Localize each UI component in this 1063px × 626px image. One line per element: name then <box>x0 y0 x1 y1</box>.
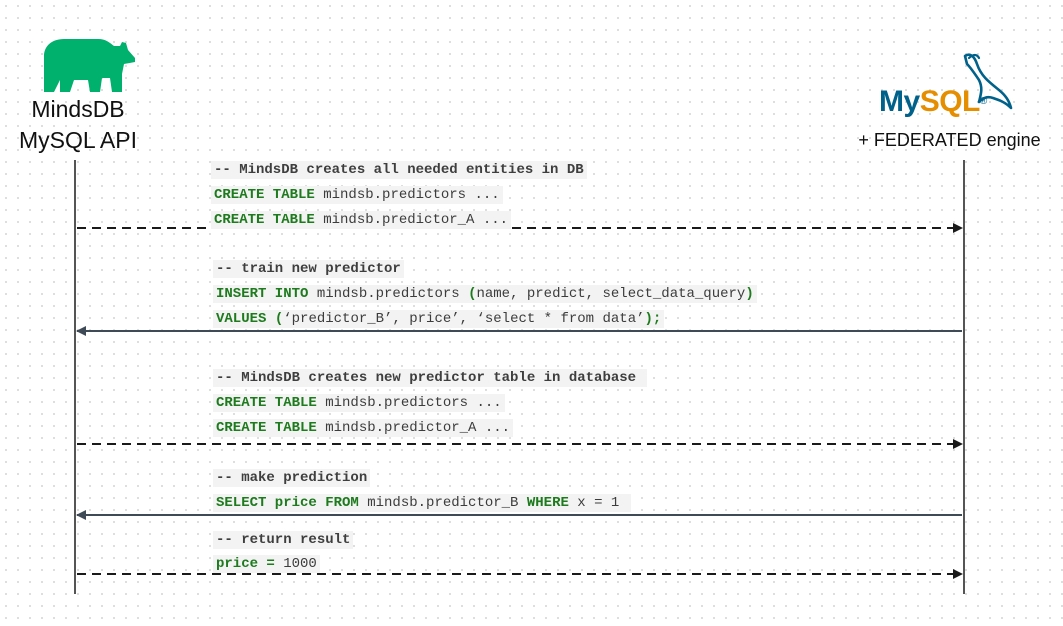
message-1-line-3: CREATE TABLE mindsb.predictor_A ... <box>211 211 512 229</box>
sql-keyword: SELECT price FROM <box>216 495 359 511</box>
message-1-line-1: -- MindsDB creates all needed entities i… <box>211 161 587 179</box>
sql-comment: -- MindsDB creates new predictor table i… <box>216 370 645 386</box>
sql-text: mindsb.predictor_A ... <box>314 212 509 228</box>
sql-keyword: CREATE TABLE <box>216 420 317 436</box>
sql-comment: -- make prediction <box>216 470 368 486</box>
sql-keyword: CREATE TABLE <box>214 187 315 203</box>
sql-text: mindsb.predictor_A ... <box>316 420 511 436</box>
sql-text: ‘predictor_B’, price’, ‘select * from da… <box>283 311 645 327</box>
sql-text: x = 1 <box>568 495 628 511</box>
message-4-line-1: -- make prediction <box>213 469 371 487</box>
sql-text: mindsb.predictors ... <box>314 187 500 203</box>
sql-keyword: ( <box>266 311 284 327</box>
sql-keyword: CREATE TABLE <box>216 395 317 411</box>
sql-keyword: INSERT INTO <box>216 286 309 302</box>
sql-text: 1000 <box>274 556 317 572</box>
sql-text: mindsb.predictor_B <box>358 495 527 511</box>
mysql-wordmark: MySQL® <box>879 84 987 125</box>
message-5-line-1: -- return result <box>213 531 354 549</box>
sql-keyword: ( <box>468 286 477 302</box>
sql-keyword: ); <box>644 311 662 327</box>
sql-keyword: price = <box>216 556 275 572</box>
registered-mark: ® <box>979 96 988 107</box>
message-5-line-2: price = 1000 <box>213 555 320 573</box>
message-2-line-2: INSERT INTO mindsb.predictors (name, pre… <box>213 285 757 303</box>
bear-logo-icon <box>44 39 135 92</box>
message-3-line-3: CREATE TABLE mindsb.predictor_A ... <box>213 419 514 437</box>
sql-comment: -- MindsDB creates all needed entities i… <box>214 162 584 178</box>
sql-comment: -- return result <box>216 532 351 548</box>
sql-keyword: ) <box>745 286 754 302</box>
mysql-subtitle: + FEDERATED engine <box>858 130 1041 150</box>
message-2-line-1: -- train new predictor <box>213 260 404 278</box>
dolphin-logo-icon <box>963 53 1013 110</box>
message-2-line-3: VALUES (‘predictor_B’, price’, ‘select *… <box>213 310 665 328</box>
sql-keyword: WHERE <box>526 495 569 511</box>
mysql-wordmark-sql: SQL <box>919 85 981 118</box>
message-3-line-1: -- MindsDB creates new predictor table i… <box>213 369 648 387</box>
message-4-line-2: SELECT price FROM mindsb.predictor_B WHE… <box>213 494 631 512</box>
message-3-line-2: CREATE TABLE mindsb.predictors ... <box>213 394 505 412</box>
mindsdb-actor: MindsDB MySQL API <box>0 34 156 154</box>
mindsdb-title-line1: MindsDB <box>31 96 125 122</box>
sql-text: name, predict, select_data_query <box>476 286 746 302</box>
sql-keyword: CREATE TABLE <box>214 212 315 228</box>
sql-text: mindsb.predictors ... <box>316 395 502 411</box>
message-1-line-2: CREATE TABLE mindsb.predictors ... <box>211 186 503 204</box>
sql-keyword: VALUES <box>216 311 267 327</box>
mindsdb-title-line2: MySQL API <box>18 127 138 153</box>
sql-comment: -- train new predictor <box>216 261 401 277</box>
mysql-wordmark-my: My <box>879 85 920 118</box>
sql-text: mindsb.predictors <box>308 286 469 302</box>
